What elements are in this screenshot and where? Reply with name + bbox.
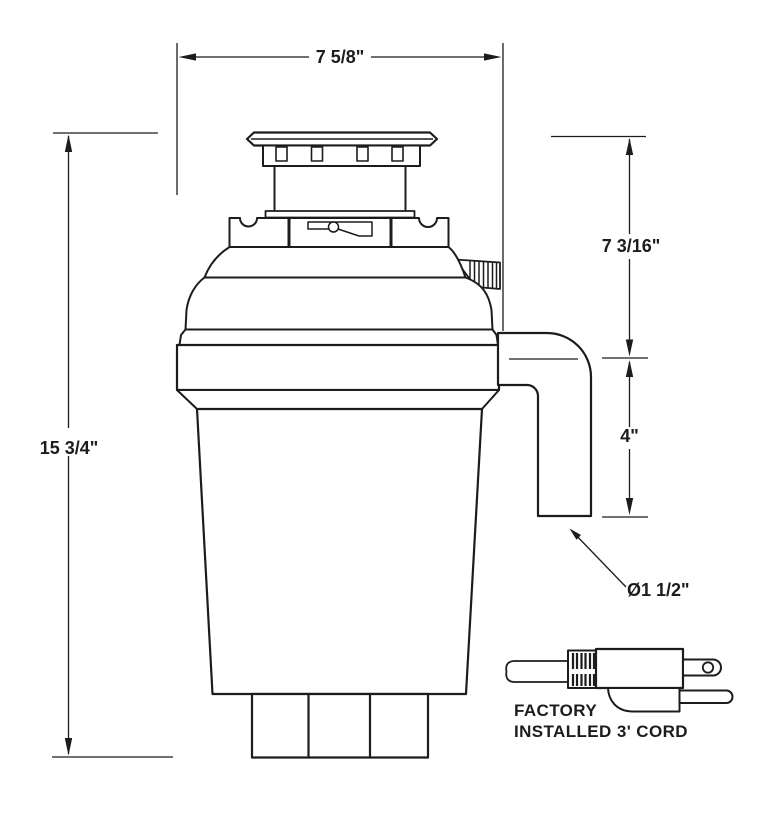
ring-slot xyxy=(275,146,288,162)
cord xyxy=(505,660,568,683)
arrowhead-down xyxy=(64,738,73,756)
ring-slot xyxy=(356,146,369,162)
arrowhead-up xyxy=(625,138,634,155)
blade-hole xyxy=(701,661,715,674)
disposal-unit xyxy=(175,131,593,759)
mounting-band xyxy=(228,217,450,248)
plug-face xyxy=(607,687,681,713)
height-dimension xyxy=(52,132,173,758)
arrowhead-down xyxy=(625,498,634,515)
plug-blade-bottom xyxy=(678,689,734,704)
height-dimension-label: 15 3/4" xyxy=(40,438,99,458)
dishwasher-inlet-nub xyxy=(454,258,501,290)
diameter-leader xyxy=(569,528,627,588)
discharge-elbow xyxy=(496,331,593,518)
dimensions xyxy=(52,43,648,758)
body-ring xyxy=(178,328,499,346)
strain-relief xyxy=(567,649,597,689)
plug-body xyxy=(594,647,685,690)
band-latch-detail xyxy=(307,221,373,237)
plug-blade-top xyxy=(682,658,722,677)
discharge-drop-label: 4" xyxy=(620,426,639,446)
power-cord-illustration xyxy=(505,647,734,713)
cord-note-line2: INSTALLED 3' CORD xyxy=(514,722,688,741)
ring-slot xyxy=(310,146,324,162)
width-dimension xyxy=(176,43,504,331)
arrowhead-down xyxy=(625,339,634,357)
arrowhead-left xyxy=(178,53,196,61)
cord-note-line1: FACTORY xyxy=(514,701,597,720)
flange-to-discharge-label: 7 3/16" xyxy=(602,236,661,256)
arrowhead-up xyxy=(625,360,634,377)
neck xyxy=(273,165,407,213)
sink-flange xyxy=(245,131,439,147)
arrowhead-right xyxy=(484,53,502,61)
mounting-ring xyxy=(262,144,421,167)
grind-chamber xyxy=(195,407,484,696)
neck-flange xyxy=(264,210,416,219)
band-latch-pin xyxy=(327,221,340,233)
arrowhead-leader xyxy=(569,528,581,540)
body-dome xyxy=(184,276,494,331)
discharge-diameter-label: Ø1 1/2" xyxy=(627,580,690,600)
bottom-housing xyxy=(250,692,430,759)
discharge-drop-dimension xyxy=(602,360,648,518)
flange-to-discharge-dimension xyxy=(551,135,648,359)
arrowhead-up xyxy=(64,134,73,152)
ring-slot xyxy=(391,146,404,162)
body-taper-ring xyxy=(176,389,500,410)
body-shoulder xyxy=(203,246,467,279)
width-dimension-label: 7 5/8" xyxy=(316,47,365,67)
body-band-widest xyxy=(175,343,501,392)
